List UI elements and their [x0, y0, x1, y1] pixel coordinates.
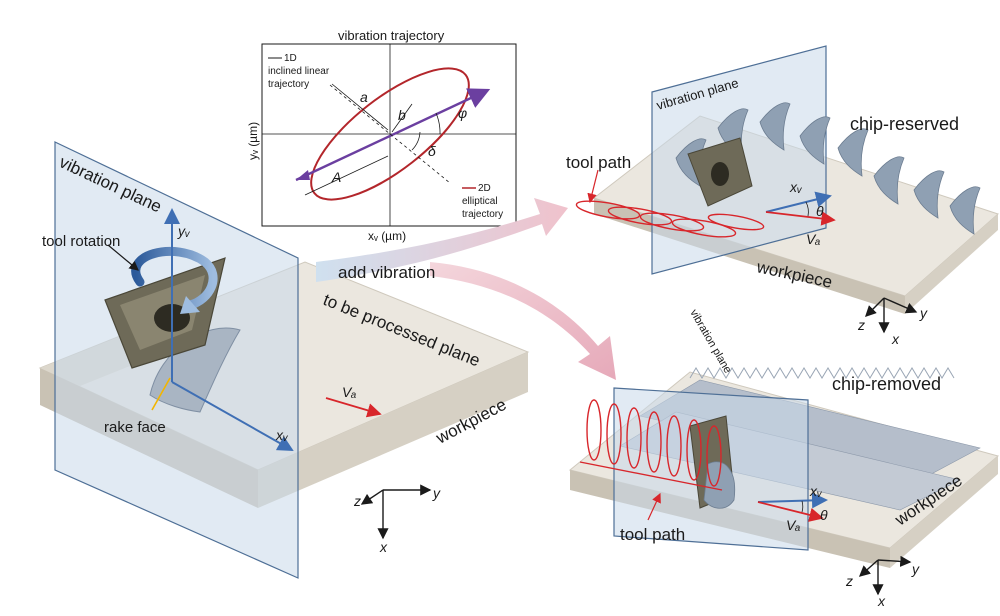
- br-coord-triad: [858, 555, 912, 596]
- inset-title: vibration trajectory: [338, 28, 445, 43]
- inclined-linear-trajectory: [295, 88, 491, 182]
- br-velocity-label: Vₐ: [786, 517, 800, 533]
- legend-1d-line3: trajectory: [268, 79, 309, 90]
- br-tool-path-label: tool path: [620, 525, 685, 544]
- left-velocity-arrow: [325, 397, 382, 418]
- left-coord-y: y: [432, 485, 441, 501]
- left-scene: vibration plane yᵥ tool rotation rake fa…: [38, 141, 530, 579]
- tr-tool-path: [575, 200, 765, 238]
- br-x-axis-line: [757, 492, 828, 509]
- tr-theta-arc: [805, 201, 809, 217]
- bottom-right-scene: vibration plane chip-removed tool path x…: [568, 308, 1000, 609]
- sym-delta: δ: [428, 143, 436, 159]
- tr-coord-triad: [865, 297, 918, 334]
- tr-coord-y: y: [919, 305, 928, 321]
- left-x-axis-line: [171, 381, 294, 451]
- left-velocity-label: Vₐ: [342, 384, 356, 400]
- tool-rotation-label: tool rotation: [42, 233, 120, 250]
- left-workpiece-side: [258, 352, 528, 508]
- br-ridges: [689, 367, 955, 379]
- br-coord-y: y: [911, 561, 920, 577]
- tr-tool-path-pointer: [587, 169, 599, 204]
- legend-2d-line3: trajectory: [462, 209, 503, 220]
- tr-velocity-arrow: [765, 211, 836, 226]
- tr-coord-z: z: [857, 317, 865, 333]
- angle-delta-arc: [411, 131, 421, 151]
- br-vibration-plane-label: vibration plane: [687, 308, 733, 376]
- left-y-axis-label: yᵥ: [177, 223, 191, 239]
- rotation-arrow-head: [180, 296, 200, 314]
- chip-reserved-title: chip-reserved: [850, 114, 959, 134]
- add-vibration-arrow-down: [430, 262, 616, 380]
- sym-a: a: [360, 89, 368, 105]
- br-theta-arc: [801, 500, 804, 513]
- chip-removed-title: chip-removed: [832, 374, 941, 394]
- br-tool-path-pointer: [647, 492, 661, 521]
- legend-2d-line1: 2D: [478, 183, 491, 194]
- br-coord-z: z: [845, 573, 853, 589]
- sym-b: b: [398, 107, 406, 123]
- elliptical-trajectory: [310, 67, 470, 201]
- tr-x-axis-line: [765, 191, 832, 213]
- br-velocity-arrow: [757, 501, 824, 522]
- tr-workpiece-side: [905, 214, 998, 314]
- tr-theta-label: θ: [816, 203, 824, 219]
- tr-tool-path-label: tool path: [566, 153, 631, 172]
- tool-rotation-pointer: [107, 244, 139, 271]
- add-vibration-arrow-up: [316, 198, 568, 282]
- inset-y-label: yᵥ (µm): [246, 122, 260, 160]
- dim-a: [331, 83, 389, 131]
- left-coord-triad: [360, 484, 432, 540]
- add-vibration-label: add vibration: [338, 263, 435, 282]
- br-theta-label: θ: [820, 507, 828, 523]
- tr-tool-hole: [711, 162, 729, 186]
- rake-face-label: rake face: [104, 419, 166, 436]
- linear-trajectory-tail: [296, 170, 310, 180]
- br-workpiece-side: [890, 456, 998, 568]
- dim-A: [304, 155, 389, 196]
- legend-1d-line2: inclined linear: [268, 66, 330, 77]
- top-right-scene: vibration plane chip-reserved tool path …: [566, 45, 999, 347]
- sym-A: A: [331, 169, 341, 185]
- legend-2d-line2: elliptical: [462, 196, 498, 207]
- legend-1d-line1: 1D: [284, 53, 297, 64]
- br-tool-path: [579, 399, 723, 491]
- br-coord-x: x: [877, 593, 886, 609]
- left-coord-x: x: [379, 539, 388, 555]
- tr-x-axis-label: xᵥ: [789, 179, 803, 195]
- tr-coord-x: x: [891, 331, 900, 347]
- br-x-axis-label: xᵥ: [809, 483, 823, 499]
- angle-phi-arc: [435, 112, 441, 135]
- left-x-axis-label: xᵥ: [275, 427, 289, 443]
- left-coord-z: z: [353, 493, 361, 509]
- rake-face-pointer: [151, 377, 171, 411]
- major-axis-dashed: [329, 84, 451, 184]
- sym-phi: φ: [458, 105, 467, 121]
- inset-frame: [261, 43, 517, 227]
- inset-x-label: xᵥ (µm): [368, 229, 406, 243]
- tr-velocity-label: Vₐ: [806, 231, 820, 247]
- transition-arrows: add vibration: [316, 198, 616, 380]
- dim-b: [391, 103, 413, 133]
- trajectory-inset: vibration trajectory 1D inclined linear …: [246, 28, 517, 243]
